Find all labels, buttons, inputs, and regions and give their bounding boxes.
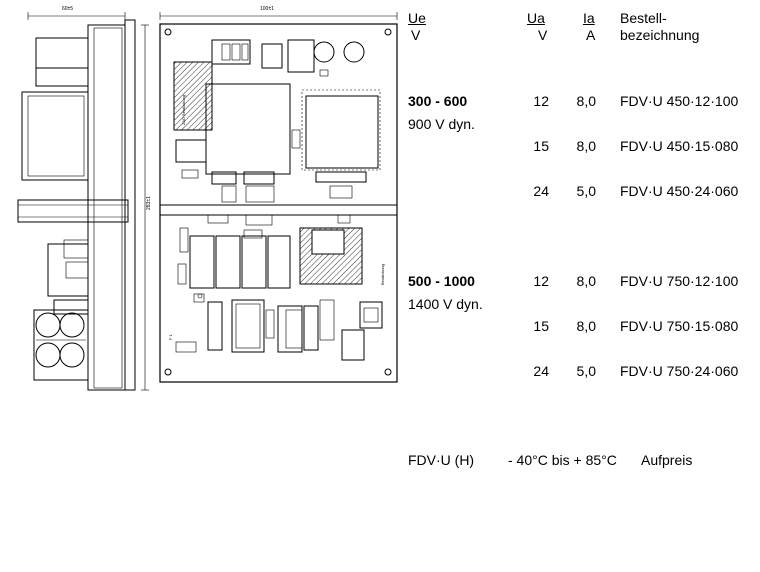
g1-r2-ia: 8,0 [576, 138, 596, 154]
g2-r1-ia: 8,0 [576, 273, 596, 289]
g2-r2-ia: 8,0 [576, 318, 596, 334]
header-order-line1: Bestell- [620, 10, 667, 26]
group2-range: 500 - 1000 [408, 273, 475, 289]
header-ue: Ue [408, 10, 426, 26]
g2-r2-order: FDV·U 750·15·080 [620, 318, 739, 334]
header-ia-unit: A [586, 27, 596, 43]
option-temperature: - 40°C bis + 85°C [508, 452, 617, 468]
board-view [159, 12, 398, 383]
g1-r2-ua: 15 [533, 138, 549, 154]
g1-r3-ia: 5,0 [576, 183, 596, 199]
g1-r3-order: FDV·U 450·24·060 [620, 183, 739, 199]
fuse-label: F 1 [168, 333, 173, 340]
board-label-bottom: Bestückung [380, 264, 385, 285]
g1-r1-ia: 8,0 [576, 93, 596, 109]
g1-r2-order: FDV·U 450·15·080 [620, 138, 739, 154]
g2-r3-order: FDV·U 750·24·060 [620, 363, 739, 379]
g2-r3-ua: 24 [533, 363, 549, 379]
header-ue-unit: V [411, 27, 421, 43]
g2-r1-order: FDV·U 750·12·100 [620, 273, 739, 289]
group1-dyn: 900 V dyn. [408, 116, 475, 132]
header-ia: Ia [583, 10, 595, 26]
option-note: Aufpreis [641, 452, 693, 468]
header-ua-unit: V [538, 27, 548, 43]
g1-r3-ua: 24 [533, 183, 549, 199]
side-view [17, 12, 149, 391]
technical-drawing: 60±5 283±1 [17, 6, 398, 391]
g2-r1-ua: 12 [533, 273, 549, 289]
g2-r3-ia: 5,0 [576, 363, 596, 379]
g1-r1-order: FDV·U 450·12·100 [620, 93, 739, 109]
group1-range: 300 - 600 [408, 93, 468, 109]
board-label-top: ZAD Bestückung [181, 95, 186, 125]
option-model: FDV·U (H) [408, 452, 475, 468]
header-order-line2: bezeichnung [620, 27, 700, 43]
group2-dyn: 1400 V dyn. [408, 296, 483, 312]
height-dimension-label: 283±1 [146, 196, 152, 210]
g2-r2-ua: 15 [533, 318, 549, 334]
side-dimension-label: 60±5 [62, 6, 73, 12]
header-ua: Ua [527, 10, 545, 26]
front-dimension-label: 100±1 [260, 6, 274, 12]
g1-r1-ua: 12 [533, 93, 549, 109]
